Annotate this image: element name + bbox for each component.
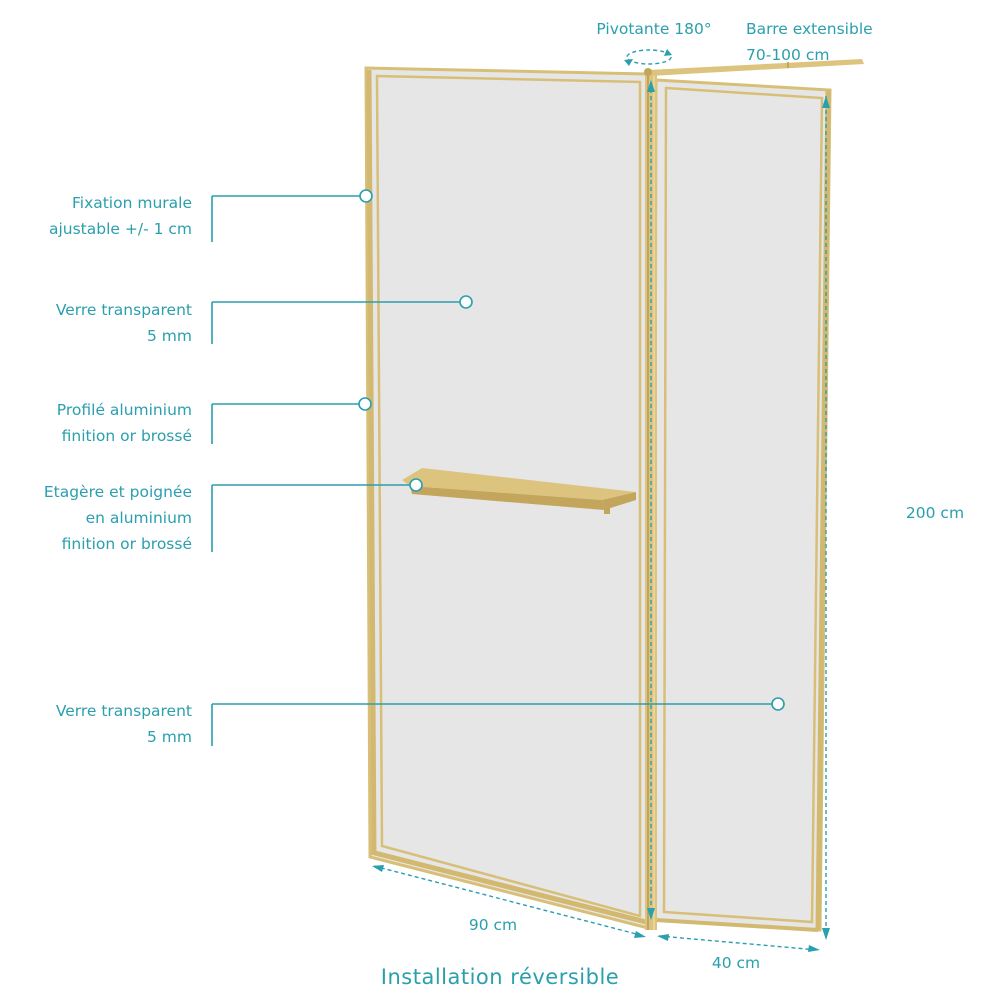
flap-glass-panel <box>652 78 832 932</box>
label-profile-line1: Profilé aluminium <box>57 401 192 419</box>
footer-caption: Installation réversible <box>381 965 619 989</box>
label-verre-bottom-line2: 5 mm <box>147 728 192 746</box>
label-pivot: Pivotante 180° <box>596 20 711 38</box>
label-etagere-line1: Etagère et poignée <box>44 483 192 501</box>
label-verre-bottom-line1: Verre transparent <box>56 702 192 720</box>
height-dimension-lines <box>647 80 830 940</box>
callout-fixation: Fixation murale ajustable +/- 1 cm <box>49 194 192 238</box>
label-etagere-line2: en aluminium <box>86 509 192 527</box>
label-verre-top-line2: 5 mm <box>147 327 192 345</box>
label-profile-line2: finition or brossé <box>62 427 192 445</box>
callout-verre-top: Verre transparent 5 mm <box>56 301 192 345</box>
label-fixation-line2: ajustable +/- 1 cm <box>49 220 192 238</box>
label-barre-line2: 70-100 cm <box>746 46 829 64</box>
extensible-bar <box>644 59 864 76</box>
callout-etagere: Etagère et poignée en aluminium finition… <box>44 483 192 553</box>
width-dimension-lines <box>372 865 820 952</box>
callout-barre: Barre extensible 70-100 cm <box>746 20 873 64</box>
label-width-main: 90 cm <box>469 916 517 934</box>
callout-verre-bottom: Verre transparent 5 mm <box>56 702 192 746</box>
pivot-hinge-profile <box>645 72 657 930</box>
callout-leaders <box>211 189 785 746</box>
label-etagere-line3: finition or brossé <box>62 535 192 553</box>
shelf-handle <box>402 468 636 514</box>
pivot-rotation-indicator <box>624 49 672 66</box>
callout-profile: Profilé aluminium finition or brossé <box>57 401 192 445</box>
label-barre-line1: Barre extensible <box>746 20 873 38</box>
label-verre-top-line1: Verre transparent <box>56 301 192 319</box>
label-height: 200 cm <box>906 504 964 522</box>
label-fixation-line1: Fixation murale <box>72 194 192 212</box>
label-width-flap: 40 cm <box>712 954 760 972</box>
